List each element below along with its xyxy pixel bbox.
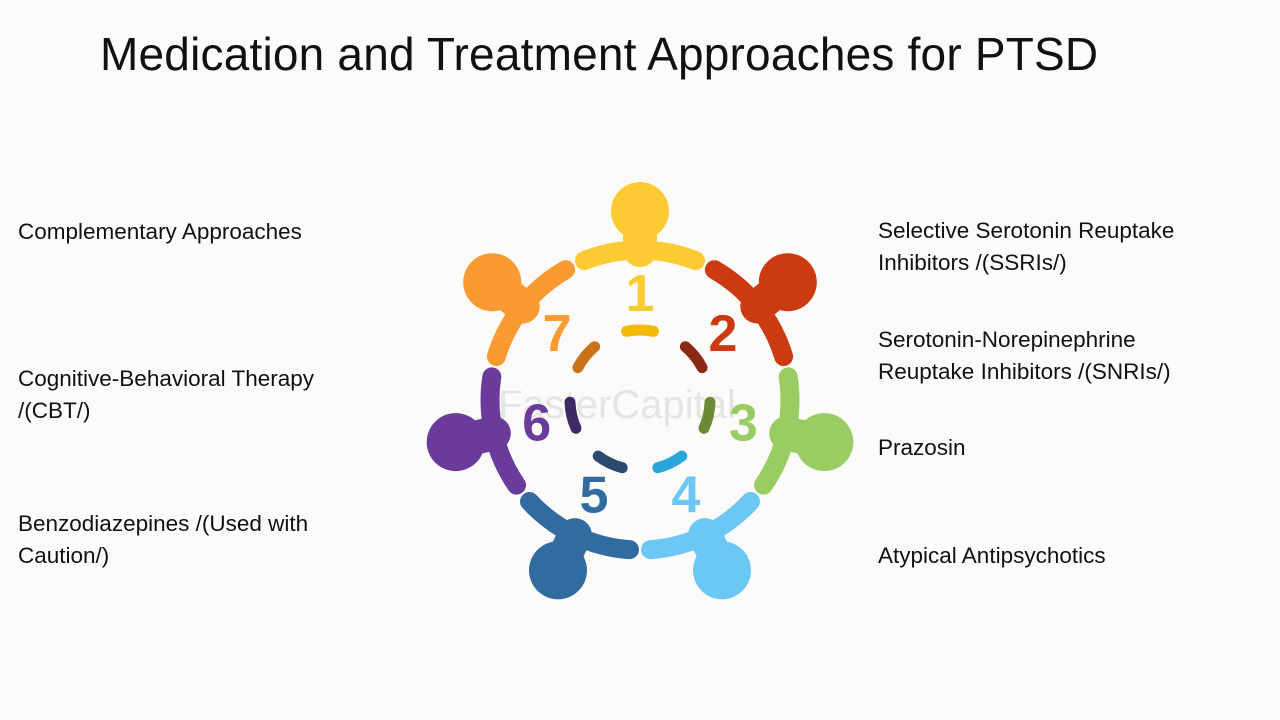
person-head-6 xyxy=(426,413,485,472)
page-title: Medication and Treatment Approaches for … xyxy=(100,28,1099,80)
person-head-7 xyxy=(463,253,522,312)
label-prazosin: Prazosin xyxy=(878,435,966,460)
segment-number-5: 5 xyxy=(580,467,609,525)
label-ssris: Selective Serotonin Reuptake Inhibitors … xyxy=(878,218,1175,275)
inner-segment-5 xyxy=(592,450,628,474)
person-head-1 xyxy=(611,182,669,240)
person-head-5 xyxy=(529,541,587,600)
segment-number-3: 3 xyxy=(729,395,758,453)
inner-dashed-ring xyxy=(564,324,716,474)
segment-number-7: 7 xyxy=(543,305,572,363)
watermark: FasterCapital xyxy=(498,383,736,427)
inner-segment-3 xyxy=(698,396,716,434)
segment-number-2: 2 xyxy=(708,305,737,363)
inner-segment-4 xyxy=(652,450,688,474)
label-complementary-approaches: Complementary Approaches xyxy=(18,219,302,244)
person-head-3 xyxy=(795,413,854,472)
inner-segment-1 xyxy=(621,324,659,337)
label-snris: Serotonin-Norepinephrine Reuptake Inhibi… xyxy=(878,327,1171,384)
segment-number-4: 4 xyxy=(672,467,701,525)
inner-segment-7 xyxy=(572,341,601,374)
segment-number-1: 1 xyxy=(626,265,655,323)
inner-segment-6 xyxy=(564,396,582,434)
inner-segment-2 xyxy=(679,341,708,374)
label-atypical-antipsychotics: Atypical Antipsychotics xyxy=(878,543,1106,568)
person-head-2 xyxy=(758,253,817,312)
segment-number-6: 6 xyxy=(522,395,551,453)
people-figures xyxy=(426,182,854,600)
segment-numbers: 12 34 56 7 xyxy=(522,265,758,525)
person-head-4 xyxy=(693,541,751,600)
label-benzodiazepines: Benzodiazepines /(Used with Caution/) xyxy=(18,511,309,568)
label-cbt: Cognitive-Behavioral Therapy /(CBT/) xyxy=(18,366,314,423)
